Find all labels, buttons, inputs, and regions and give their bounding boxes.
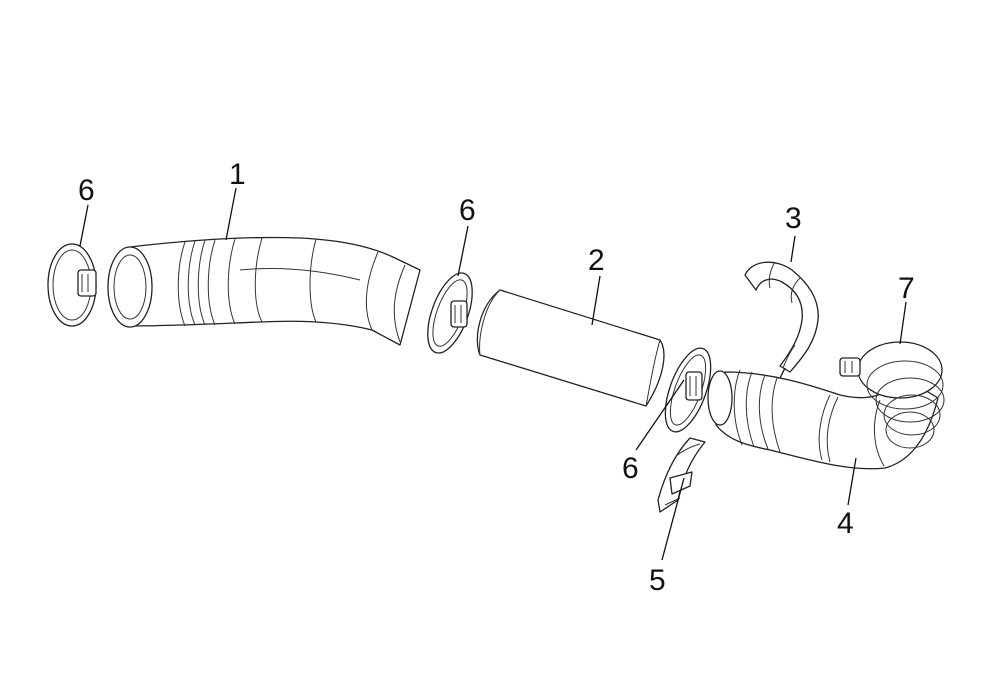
leader-4: [847, 457, 857, 506]
breather-hose: [744, 261, 819, 383]
leader-6c: [635, 379, 685, 451]
callout-5: 5: [649, 564, 666, 597]
connecting-tube: [476, 289, 665, 407]
leader-1: [225, 187, 237, 241]
callout-3: 3: [785, 202, 802, 235]
intake-hose: [107, 236, 421, 346]
hose-clamp-middle: [427, 272, 473, 354]
clamp-assembly-7: [839, 341, 945, 449]
leader-3: [790, 235, 796, 263]
callout-6-middle: 6: [459, 194, 476, 227]
callout-4: 4: [837, 507, 854, 540]
leader-lines: [79, 187, 907, 561]
callout-2: 2: [588, 244, 605, 277]
callout-6-left: 6: [78, 174, 95, 207]
callout-1: 1: [229, 158, 246, 191]
callouts: 6 1 6 2 3 7 6 4 5: [78, 158, 915, 597]
leader-5: [661, 477, 685, 561]
hose-clamp-left: [47, 243, 97, 327]
hose-clamp-right: [664, 347, 712, 433]
leader-6a: [79, 204, 89, 247]
leader-7: [899, 301, 907, 345]
mounting-bracket: [657, 437, 706, 513]
callout-7: 7: [898, 272, 915, 305]
callout-6-right: 6: [622, 452, 639, 485]
leader-6b: [457, 225, 469, 277]
leader-2: [591, 275, 601, 326]
